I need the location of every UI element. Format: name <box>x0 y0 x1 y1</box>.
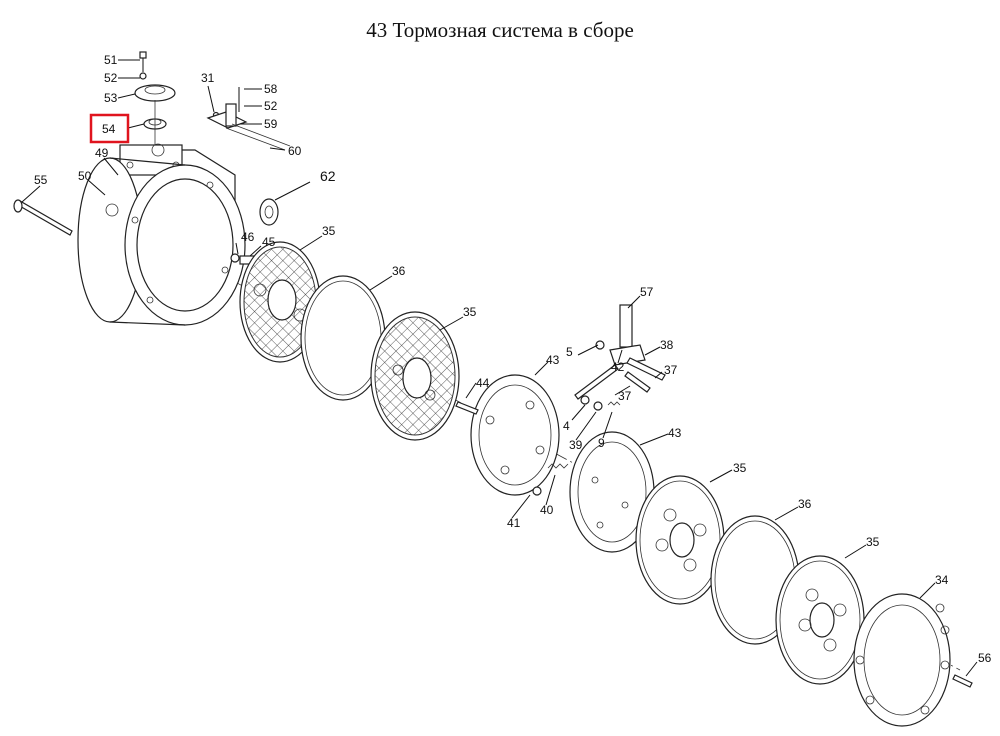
brake-housing <box>77 143 246 326</box>
callout-58: 58 <box>264 82 278 96</box>
callout-35c: 35 <box>733 461 747 475</box>
callout-43a: 43 <box>546 353 560 367</box>
callout-34: 34 <box>935 573 949 587</box>
long-bolt <box>13 199 73 236</box>
callout-51: 51 <box>104 53 118 67</box>
callout-55: 55 <box>34 173 48 187</box>
callout-38: 38 <box>660 338 674 352</box>
linkage-assembly <box>574 304 666 411</box>
callout-56: 56 <box>978 651 992 665</box>
diagram-title: 43 Тормозная система в сборе <box>366 18 634 42</box>
callout-44: 44 <box>476 376 490 390</box>
callout-35b: 35 <box>463 305 477 319</box>
callout-31: 31 <box>201 71 215 85</box>
callout-40: 40 <box>540 503 554 517</box>
callout-41: 41 <box>507 516 521 530</box>
friction-disc-2 <box>370 311 460 441</box>
callout-45: 45 <box>262 235 276 249</box>
callout-43b: 43 <box>668 426 682 440</box>
callout-36b: 36 <box>798 497 812 511</box>
friction-disc-1 <box>239 241 321 363</box>
callout-54: 54 <box>102 122 116 136</box>
callout-39: 39 <box>569 438 583 452</box>
bolt-56 <box>952 674 973 688</box>
callout-37b: 37 <box>618 389 632 403</box>
washer-62 <box>259 198 279 226</box>
callout-59: 59 <box>264 117 278 131</box>
callout-52: 52 <box>104 71 118 85</box>
bolts-45-46 <box>230 253 255 265</box>
callout-36a: 36 <box>392 264 406 278</box>
end-cover <box>853 593 951 727</box>
spring-40 <box>547 463 569 469</box>
friction-disc-4 <box>775 555 865 685</box>
callout-37a: 37 <box>664 363 678 377</box>
callout-53: 53 <box>104 91 118 105</box>
pressure-plate-2 <box>569 431 655 553</box>
top-cap-assembly <box>134 51 176 145</box>
callout-52b: 52 <box>264 99 278 113</box>
leader-lines <box>21 59 978 677</box>
callout-46: 46 <box>241 230 255 244</box>
callout-35d: 35 <box>866 535 880 549</box>
callout-9: 9 <box>598 436 605 450</box>
callout-60: 60 <box>288 144 302 158</box>
callout-4: 4 <box>563 419 570 433</box>
callout-35a: 35 <box>322 224 336 238</box>
callout-5: 5 <box>566 345 573 359</box>
callout-42: 42 <box>611 360 625 374</box>
callout-49: 49 <box>95 146 109 160</box>
bolt-44 <box>455 401 479 415</box>
callout-62: 62 <box>320 168 336 184</box>
callout-54-highlight <box>89 113 130 144</box>
actuator-plate-1 <box>470 374 560 496</box>
callout-50: 50 <box>78 169 92 183</box>
lever-assembly <box>206 87 291 151</box>
callout-57: 57 <box>640 285 654 299</box>
